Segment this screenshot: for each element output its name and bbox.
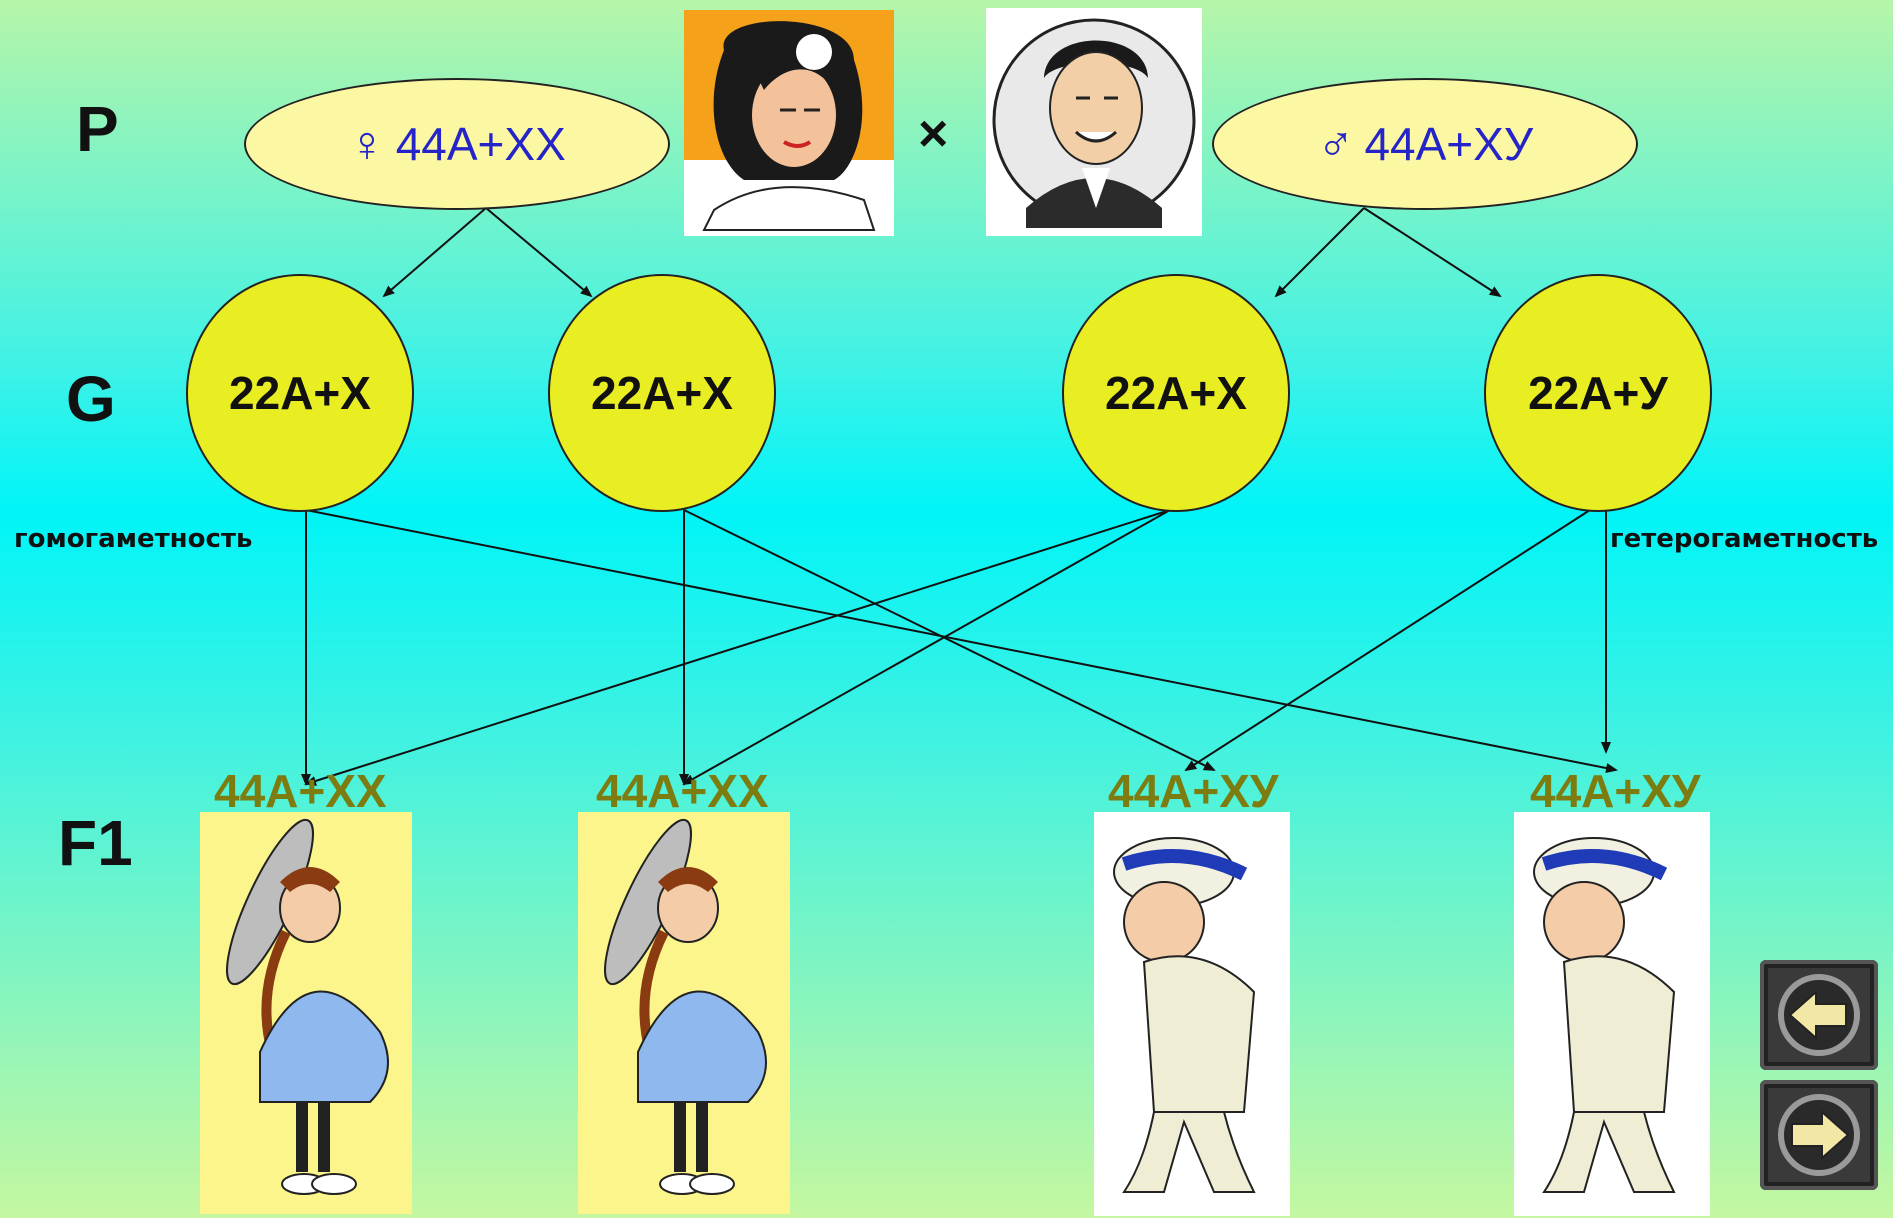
arrow-right-icon [1778,1094,1860,1176]
man-portrait-icon [992,18,1196,228]
row-label-p: P [76,93,119,165]
male-symbol-icon: ♂ [1316,116,1355,172]
girl-icon [604,818,767,1195]
boy-icon [1113,837,1256,1193]
male-genotype: 44А+ХУ [1364,118,1534,170]
gamete-male-1: 22А+Х [1062,274,1290,512]
offspring-genotype-3: 44А+ХУ [1108,765,1279,817]
woman-portrait-icon [684,21,894,236]
heterogametic-note: гетерогаметность [1610,524,1879,554]
boy-picture-2 [1514,812,1710,1216]
boy-picture-1 [1094,812,1290,1216]
homogametic-note: гомогаметность [14,524,253,554]
gamete-female-2: 22А+Х [548,274,776,512]
offspring-genotype-4: 44А+ХУ [1530,765,1701,817]
prev-slide-button[interactable] [1760,960,1878,1070]
female-portrait [684,10,894,236]
arrow-left-icon [1778,974,1860,1056]
girl-picture-1 [200,812,412,1214]
offspring-genotype-2: 44А+ХХ [596,765,769,817]
gamete-female-1: 22А+Х [186,274,414,512]
cross-symbol: × [918,105,949,163]
female-symbol-icon: ♀ [348,116,386,172]
male-portrait [986,8,1202,236]
offspring-genotype-1: 44А+ХХ [214,765,387,817]
female-parent-ellipse: ♀ 44А+ХХ [244,78,670,210]
row-label-f1: F1 [58,807,133,879]
female-genotype: 44А+ХХ [395,118,566,170]
boy-icon [1533,837,1676,1193]
gamete-male-2: 22А+У [1484,274,1712,512]
male-parent-ellipse: ♂ 44А+ХУ [1212,78,1638,210]
row-label-g: G [66,363,116,435]
girl-picture-2 [578,812,790,1214]
next-slide-button[interactable] [1760,1080,1878,1190]
girl-icon [226,818,389,1195]
